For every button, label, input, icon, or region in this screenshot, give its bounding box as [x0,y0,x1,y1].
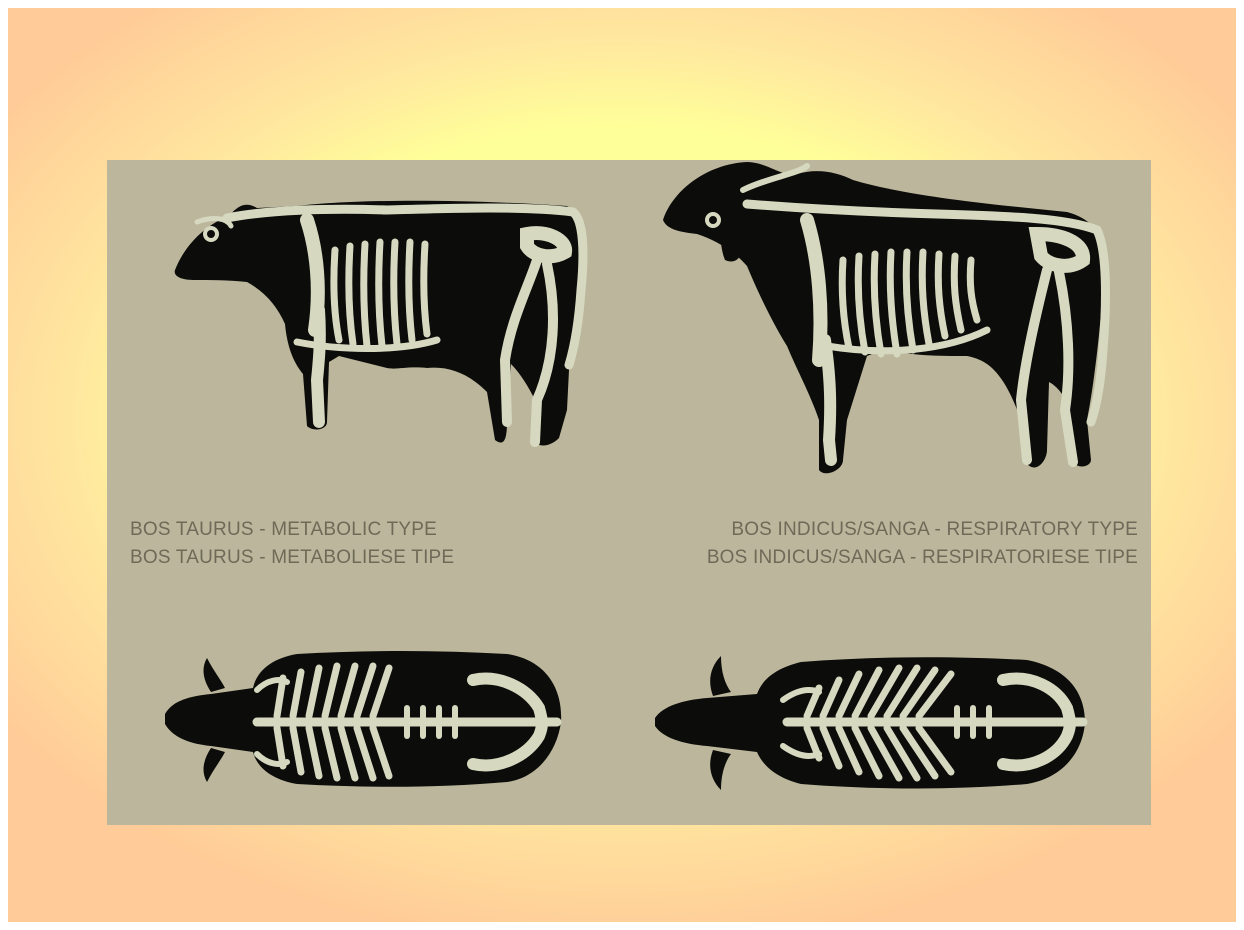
bos-taurus-caption: BOS TAURUS - METABOLIC TYPE BOS TAURUS -… [130,517,454,573]
bos-indicus-caption-line-2: BOS INDICUS/SANGA - RESPIRATORIESE TIPE [707,545,1138,573]
bos-taurus-caption-line-1: BOS TAURUS - METABOLIC TYPE [130,517,454,545]
cattle-diagram [107,160,1151,825]
bos-indicus-top-view [655,656,1085,790]
cattle-skeleton-photo: BOS TAURUS - METABOLIC TYPE BOS TAURUS -… [107,160,1151,825]
bos-indicus-caption: BOS INDICUS/SANGA - RESPIRATORY TYPE BOS… [707,517,1138,573]
bos-taurus-top-view [165,651,561,787]
bos-taurus-caption-line-2: BOS TAURUS - METABOLIESE TIPE [130,545,454,573]
slide-background: BOS TAURUS - METABOLIC TYPE BOS TAURUS -… [8,8,1236,922]
bos-indicus-caption-line-1: BOS INDICUS/SANGA - RESPIRATORY TYPE [707,517,1138,545]
bos-taurus-side-view [175,201,585,446]
bos-indicus-side-view [663,162,1105,473]
